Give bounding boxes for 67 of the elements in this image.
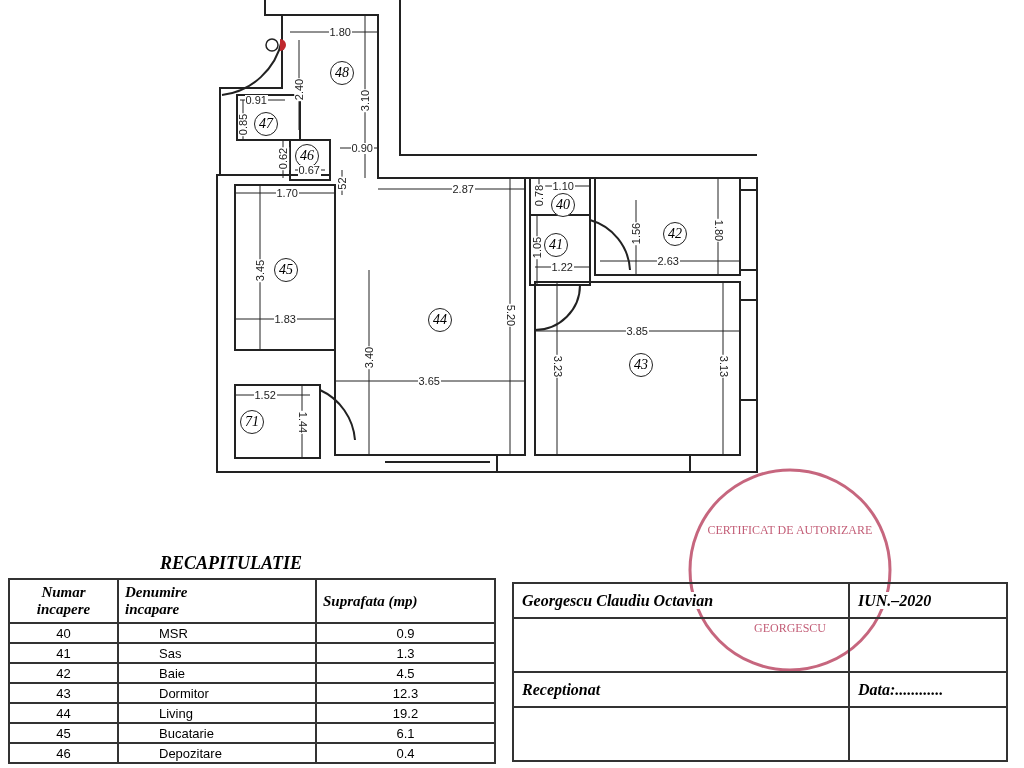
dimension-label: 3.65 bbox=[417, 375, 441, 387]
room-name: Dormitor bbox=[159, 686, 209, 701]
dimension-label: 0.90 bbox=[350, 142, 374, 154]
room-name: Sas bbox=[159, 646, 182, 661]
dimension-label: 1.80 bbox=[712, 218, 724, 242]
room-number: 40 bbox=[551, 193, 575, 217]
dimension-label: 1.80 bbox=[328, 26, 352, 38]
room-area: 19.2 bbox=[392, 706, 419, 721]
dimension-label: 3.45 bbox=[254, 258, 266, 282]
dimension-label: 1.70 bbox=[275, 187, 299, 199]
room-id: 40 bbox=[56, 626, 71, 641]
room-area: 0.4 bbox=[396, 746, 415, 761]
author-name: Georgescu Claudiu Octavian bbox=[522, 591, 714, 609]
column-header: Numar incapere bbox=[35, 584, 92, 618]
room-name: MSR bbox=[159, 626, 188, 641]
dimension-label: 1.10 bbox=[551, 180, 575, 192]
room-name: Bucatarie bbox=[159, 726, 214, 741]
room-number: 71 bbox=[240, 410, 264, 434]
dimension-label: 3.23 bbox=[551, 354, 563, 378]
dimension-label: 52 bbox=[336, 175, 348, 191]
room-area: 12.3 bbox=[392, 686, 419, 701]
column-header: Denumire incapare bbox=[125, 584, 189, 618]
dimension-label: 3.13 bbox=[717, 354, 729, 378]
room-area: 4.5 bbox=[396, 666, 415, 681]
room-id: 42 bbox=[56, 666, 71, 681]
room-number: 41 bbox=[544, 233, 568, 257]
dimension-label: 1.05 bbox=[531, 235, 543, 259]
room-name: Living bbox=[159, 706, 193, 721]
room-number: 44 bbox=[428, 308, 452, 332]
room-number: 48 bbox=[330, 61, 354, 85]
dimension-label: 5.20 bbox=[504, 303, 516, 327]
room-id: 43 bbox=[56, 686, 71, 701]
dimension-label: 1.22 bbox=[550, 261, 574, 273]
dimension-label: 3.40 bbox=[363, 345, 375, 369]
room-number: 45 bbox=[274, 258, 298, 282]
room-name: Depozitare bbox=[159, 746, 222, 761]
room-area: 0.9 bbox=[396, 626, 415, 641]
room-id: 46 bbox=[56, 746, 71, 761]
dimension-label: 2.63 bbox=[656, 255, 680, 267]
dimension-label: 2.40 bbox=[293, 77, 305, 101]
room-area: 6.1 bbox=[396, 726, 415, 741]
column-header: Suprafata (mp) bbox=[323, 593, 419, 610]
dimension-label: 1.44 bbox=[296, 410, 308, 434]
room-area: 1.3 bbox=[396, 646, 415, 661]
dimension-label: 1.52 bbox=[253, 389, 277, 401]
room-id: 41 bbox=[56, 646, 71, 661]
stamp-text: GEORGESCU bbox=[754, 620, 826, 636]
dimension-label: 2.87 bbox=[451, 183, 475, 195]
table-title: RECAPITULATIE bbox=[160, 553, 303, 574]
date-text: IUN.–2020 bbox=[858, 591, 932, 609]
dimension-label: 0.78 bbox=[533, 183, 545, 207]
room-name: Baie bbox=[159, 666, 186, 681]
room-number: 43 bbox=[629, 353, 653, 377]
dimension-label: 1.56 bbox=[630, 221, 642, 245]
dimension-label: 3.10 bbox=[359, 88, 371, 112]
dimension-label: 3.85 bbox=[625, 325, 649, 337]
dimension-label: 0.85 bbox=[237, 112, 249, 136]
room-number: 42 bbox=[663, 222, 687, 246]
dimension-label: 0.91 bbox=[244, 94, 268, 106]
dimension-label: 1.83 bbox=[273, 313, 297, 325]
room-id: 45 bbox=[56, 726, 71, 741]
receipt-label: Receptionat bbox=[522, 680, 601, 698]
room-id: 44 bbox=[56, 706, 71, 721]
dimension-label: 0.62 bbox=[277, 146, 289, 170]
dimension-label: 0.67 bbox=[297, 164, 321, 176]
room-number: 47 bbox=[254, 112, 278, 136]
stamp-text: CERTIFICAT DE AUTORIZARE bbox=[707, 522, 873, 538]
